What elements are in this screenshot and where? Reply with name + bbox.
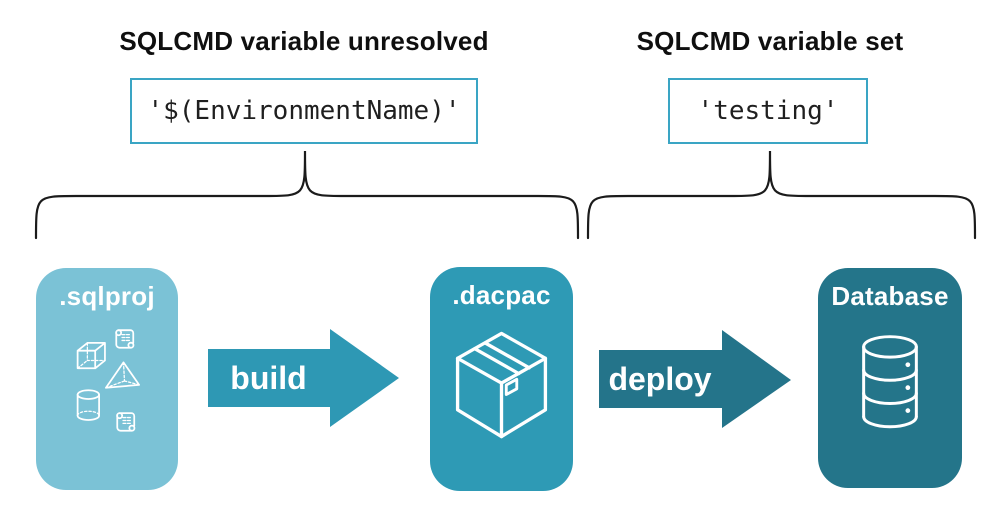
right-value-box: 'testing' (668, 78, 868, 144)
left-annotation-heading: SQLCMD variable unresolved (119, 26, 489, 56)
cylinder-icon (76, 389, 100, 421)
node-card-sqlproj: .sqlproj (36, 268, 178, 490)
database-icon (862, 335, 918, 429)
pyramid-icon (105, 361, 140, 389)
scroll-icon (116, 412, 136, 432)
brace-group (34, 150, 977, 240)
cube-icon (76, 342, 106, 370)
node-title-sqlproj: .sqlproj (59, 281, 155, 311)
deploy-arrow-label: deploy (608, 360, 712, 397)
scroll-icon (115, 329, 135, 349)
node-card-database: Database (818, 268, 962, 488)
node-card-dacpac: .dacpac (430, 267, 573, 491)
package-icon (455, 331, 548, 439)
left-value-code: '$(EnvironmentName)' (147, 96, 461, 126)
build-arrow (208, 329, 399, 427)
left-value-box: '$(EnvironmentName)' (130, 78, 478, 144)
build-arrow-label: build (230, 359, 307, 396)
right-value-code: 'testing' (697, 96, 839, 126)
node-title-dacpac: .dacpac (452, 280, 551, 310)
right-annotation-heading: SQLCMD variable set (636, 26, 904, 56)
deploy-arrow (599, 330, 791, 428)
brace-left (34, 150, 580, 240)
brace-right (586, 150, 977, 240)
node-title-database: Database (831, 281, 949, 311)
sql-objects-icon (76, 329, 140, 432)
